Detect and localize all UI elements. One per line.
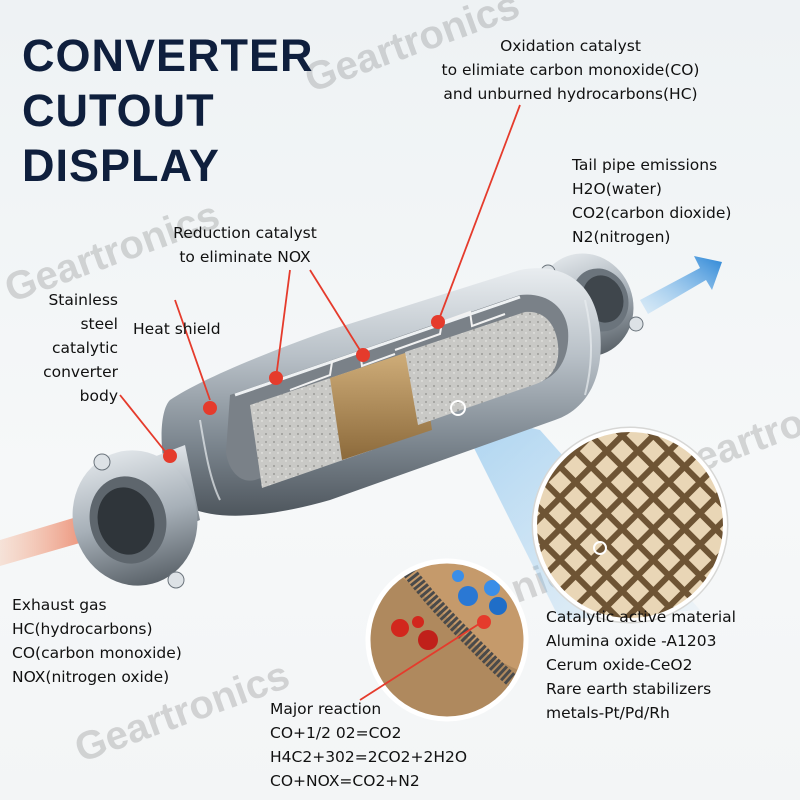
label-line: CO2(carbon dioxide) xyxy=(572,204,732,222)
label-line: catalytic xyxy=(52,339,118,357)
label-line: Tail pipe emissions xyxy=(572,156,718,174)
label-stainless-body: Stainless steel catalytic converter body xyxy=(20,288,118,408)
label-line: CO+1/2 02=CO2 xyxy=(270,724,402,742)
tailpipe-out-arrow xyxy=(640,256,722,314)
page-title-line2: CUTOUT xyxy=(22,85,215,136)
label-line: N2(nitrogen) xyxy=(572,228,671,246)
zoom-target-marker xyxy=(593,541,607,555)
label-line: Stainless xyxy=(48,291,118,309)
label-line: HC(hydrocarbons) xyxy=(12,620,153,638)
label-line: to eliminate NOX xyxy=(179,248,311,266)
label-exhaust-gas: Exhaust gas HC(hydrocarbons) CO(carbon m… xyxy=(12,593,182,689)
label-line: H4C2+302=2CO2+2H2O xyxy=(270,748,468,766)
label-line: to elimiate carbon monoxide(CO) xyxy=(441,61,700,79)
reaction-magnifier xyxy=(365,558,529,722)
label-line: NOX(nitrogen oxide) xyxy=(12,668,170,686)
label-line: CO(carbon monoxide) xyxy=(12,644,182,662)
label-major-reaction: Major reaction CO+1/2 02=CO2 H4C2+302=2C… xyxy=(270,697,467,793)
label-line: metals-Pt/Pd/Rh xyxy=(546,704,670,722)
label-line: steel xyxy=(80,315,118,333)
label-oxidation-catalyst: Oxidation catalyst to elimiate carbon mo… xyxy=(418,34,723,106)
label-tail-pipe-emissions: Tail pipe emissions H2O(water) CO2(carbo… xyxy=(572,153,731,249)
label-line: Major reaction xyxy=(270,700,382,718)
label-reduction-catalyst: Reduction catalyst to eliminate NOX xyxy=(155,221,335,269)
label-catalytic-material: Catalytic active material Alumina oxide … xyxy=(546,605,736,725)
label-line: Cerum oxide-CeO2 xyxy=(546,656,693,674)
label-line: Exhaust gas xyxy=(12,596,107,614)
callout-dots xyxy=(163,315,491,629)
label-line: converter xyxy=(43,363,118,381)
honeycomb-magnifier xyxy=(531,426,729,624)
label-line: Reduction catalyst xyxy=(173,224,317,242)
page-title-line1: CONVERTER xyxy=(22,30,314,81)
callout-lines xyxy=(119,104,521,701)
label-line: Rare earth stabilizers xyxy=(546,680,712,698)
zoom-target-marker xyxy=(450,400,466,416)
label-line: and unburned hydrocarbons(HC) xyxy=(443,85,698,103)
label-line: Alumina oxide -A1203 xyxy=(546,632,717,650)
page-title-line3: DISPLAY xyxy=(22,140,220,191)
label-line: Oxidation catalyst xyxy=(500,37,641,55)
label-line: Heat shield xyxy=(133,320,221,338)
label-line: H2O(water) xyxy=(572,180,662,198)
label-heat-shield: Heat shield xyxy=(133,317,221,341)
label-line: body xyxy=(79,387,118,405)
label-line: Catalytic active material xyxy=(546,608,736,626)
label-line: CO+NOX=CO2+N2 xyxy=(270,772,420,790)
